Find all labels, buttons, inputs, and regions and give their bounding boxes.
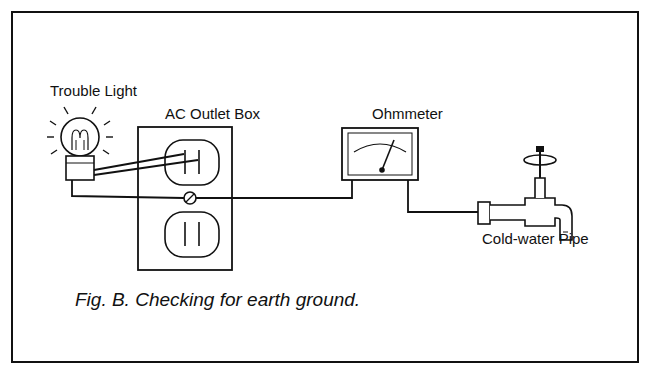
light-cord xyxy=(72,154,198,198)
test-leads xyxy=(196,180,478,212)
cold-water-pipe xyxy=(478,146,572,240)
figure-frame xyxy=(12,12,638,362)
part-label: Cold-water Pipe xyxy=(482,230,589,248)
part-label: AC Outlet Box xyxy=(165,105,260,123)
figure-caption: Fig. B. Checking for earth ground. xyxy=(75,289,360,311)
part-label: Trouble Light xyxy=(50,82,137,100)
part-label: Ohmmeter xyxy=(372,105,443,123)
ohmmeter xyxy=(342,128,418,180)
